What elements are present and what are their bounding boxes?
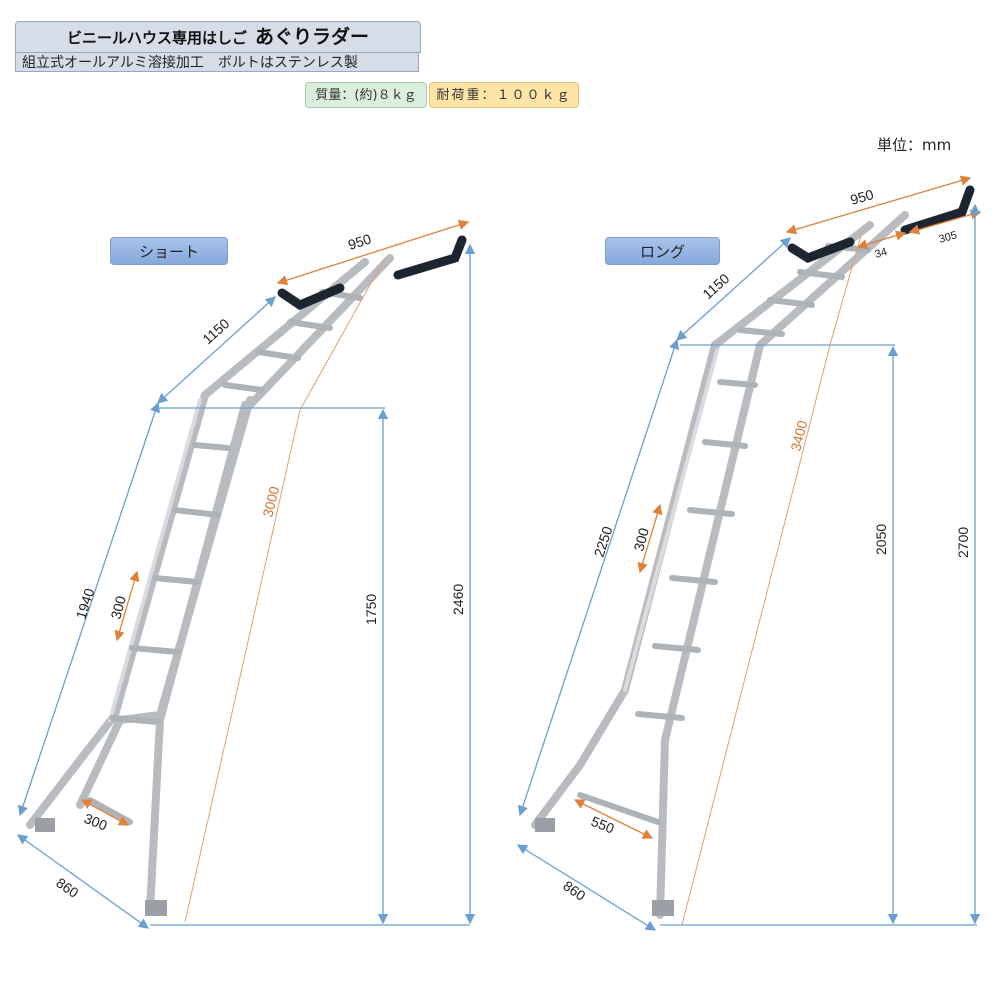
short-tag: ショート bbox=[110, 237, 228, 265]
short-total-height: 2460 bbox=[450, 584, 466, 615]
product-title: ビニールハウス専用はしごあぐりラダー bbox=[15, 21, 421, 53]
short-platform-height: 1750 bbox=[363, 594, 379, 625]
short-lower-length: 1940 bbox=[73, 586, 98, 621]
long-total-height: 2700 bbox=[955, 527, 971, 558]
long-upper-length: 1150 bbox=[699, 270, 732, 302]
long-platform-height: 2050 bbox=[873, 524, 889, 555]
long-lower-length: 2250 bbox=[591, 524, 616, 559]
subtitle: 組立式オールアルミ溶接加工 ボルトはステンレス製 bbox=[15, 52, 419, 72]
title-main: ビニールハウス専用はしご bbox=[66, 29, 247, 47]
long-rung-pitch: 300 bbox=[630, 526, 652, 553]
long-dimensions: 950 34 305 1150 2250 300 550 860 3400 20… bbox=[516, 175, 982, 931]
long-gap: 34 bbox=[874, 246, 889, 261]
unit-label: 単位：mm bbox=[877, 136, 952, 154]
title-product: あぐりラダー bbox=[255, 26, 370, 48]
short-rung-pitch: 300 bbox=[107, 594, 129, 621]
short-total-length: 3000 bbox=[259, 484, 282, 518]
long-foot: 550 bbox=[589, 813, 617, 837]
short-upper-length: 1150 bbox=[199, 315, 232, 347]
long-top-width: 950 bbox=[848, 186, 875, 208]
long-total-length: 3400 bbox=[787, 418, 810, 452]
long-tag: ロング bbox=[605, 237, 720, 265]
long-base: 860 bbox=[560, 877, 588, 904]
short-top-width: 950 bbox=[346, 230, 373, 253]
load-badge: 耐荷重：１００ｋｇ bbox=[429, 82, 579, 108]
long-handle: 305 bbox=[938, 229, 959, 246]
weight-badge: 質量：(約)８ｋｇ bbox=[305, 82, 427, 108]
short-dimensions: 950 1150 1940 300 300 860 3000 1750 2460 bbox=[16, 219, 476, 929]
